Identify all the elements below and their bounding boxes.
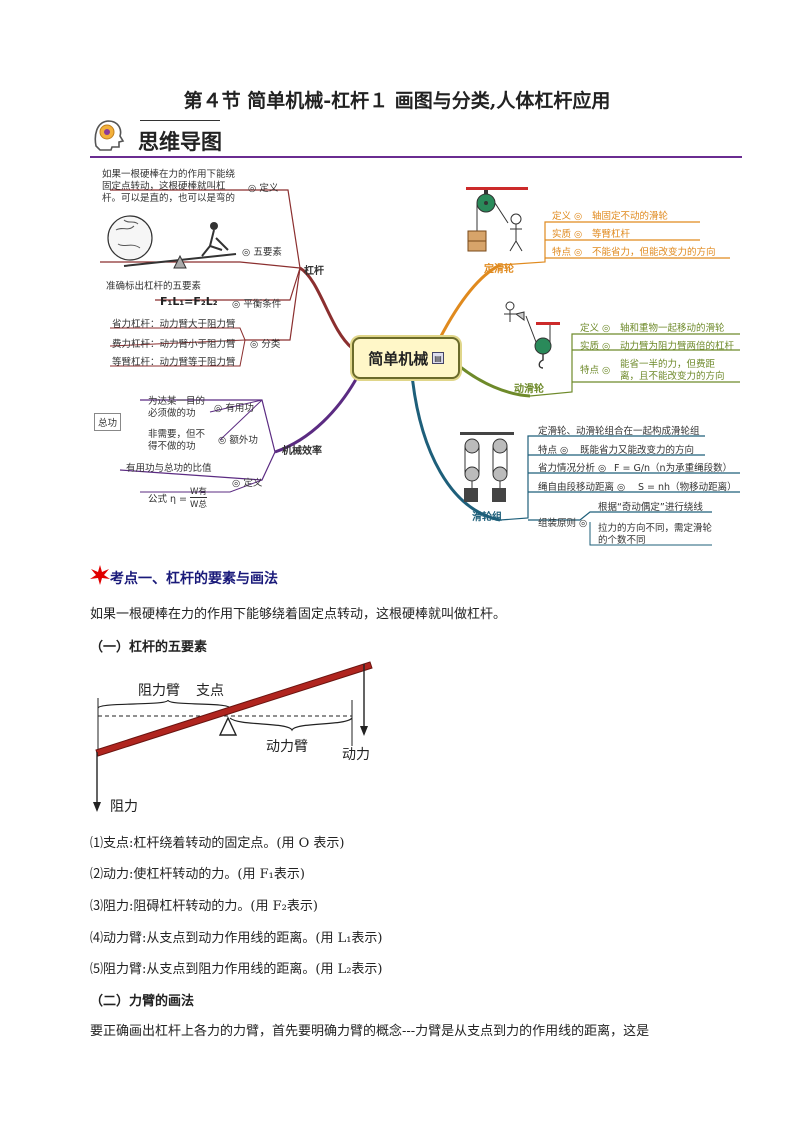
- block-def-text: 定滑轮、动滑轮组合在一起构成滑轮组: [538, 426, 700, 437]
- brain-icon: [90, 116, 126, 152]
- lever-branch-label: 杠杆: [304, 266, 324, 277]
- block-assembly-tag: 组装原则 ◎: [538, 518, 588, 529]
- extra-work-1: 非需要，但不: [148, 429, 206, 440]
- block-assembly-1: 根据“奇动偶定”进行绕线: [598, 502, 703, 513]
- efficiency-formula: 公式 η = W有 W总: [148, 487, 207, 510]
- block-distance-tag: 绳自由段移动距离 ◎: [538, 482, 626, 493]
- block-force-text: F = G/n（n为承重绳段数）: [614, 463, 733, 474]
- section-intro: 如果一根硬棒在力的作用下能够绕着固定点转动，这根硬棒就叫做杠杆。: [90, 607, 507, 622]
- section-heading: 考点一、杠杆的要素与画法: [110, 571, 278, 587]
- fig-effort-label: 动力: [342, 747, 370, 763]
- lever-def-1: 如果一根硬棒在力的作用下能绕: [102, 169, 236, 180]
- pulley-block-illustration: [456, 430, 518, 506]
- page-title: 第４节 简单机械-杠杆１ 画图与分类,人体杠杆应用: [183, 90, 611, 112]
- movable-nature-tag: 实质 ◎: [580, 341, 611, 352]
- fig-resist-label: 阻力: [110, 799, 138, 815]
- movable-nature-text: 动力臂为阻力臂两倍的杠杆: [620, 341, 735, 352]
- note-icon: ▤: [432, 352, 444, 364]
- movable-feature-tag: 特点 ◎: [580, 365, 611, 376]
- mindmap-center-node: 简单机械 ▤: [352, 337, 460, 379]
- subheading-arm-drawing: （二）力臂的画法: [90, 994, 195, 1009]
- total-work-box: 总功: [94, 413, 122, 431]
- subheading-five-elements: （一）杠杆的五要素: [90, 640, 208, 655]
- fixed-def-text: 轴固定不动的滑轮: [592, 211, 669, 222]
- block-feature-tag: 特点 ◎: [538, 445, 569, 456]
- movable-feature-text-1: 能省一半的力，但费距: [620, 359, 716, 370]
- list-item: ⑷动力臂:从支点到动力作用线的距离。(用 L₁表示): [90, 931, 383, 946]
- balance-formula: F₁L₁=F₂L₂: [160, 295, 218, 308]
- five-elements-tag: ◎ 五要素: [242, 247, 282, 258]
- efficiency-branch-label: 机械效率: [282, 446, 322, 457]
- movable-pulley-label: 动滑轮: [514, 384, 544, 395]
- fig-fulcrum-label: 支点: [196, 683, 224, 699]
- lever-class-1: 省力杠杆：动力臂大于阻力臂: [112, 319, 236, 330]
- section-paragraph: 要正确画出杠杆上各力的力臂，首先要明确力臂的概念---力臂是从支点到力的作用线的…: [90, 1024, 650, 1039]
- movable-def-text: 轴和重物一起移动的滑轮: [620, 323, 725, 334]
- block-feature-text: 既能省力又能改变力的方向: [580, 445, 695, 456]
- lever-figure: [88, 656, 378, 816]
- block-assembly-3: 的个数不同: [598, 535, 646, 546]
- block-distance-text: S = nh（物移动距离）: [638, 482, 737, 493]
- useful-work-2: 必须做的功: [148, 408, 196, 419]
- lever-class-3: 等臂杠杆：动力臂等于阻力臂: [112, 357, 236, 368]
- efficiency-def-text: 有用功与总功的比值: [126, 463, 212, 474]
- fixed-nature-text: 等臂杠杆: [592, 229, 631, 240]
- fixed-feature-text: 不能省力，但能改变力的方向: [592, 247, 716, 258]
- mindmap-heading: 思维导图: [138, 129, 222, 154]
- block-assembly-2: 拉力的方向不同，需定滑轮: [598, 523, 713, 534]
- lever-class-tag: ◎ 分类: [250, 339, 281, 350]
- extra-work-2: 得不做的功: [148, 441, 196, 452]
- mindmap-connectors: [100, 189, 740, 546]
- useful-work-1: 为达某一目的: [148, 396, 206, 407]
- heading-top-rule: [140, 120, 220, 121]
- movable-feature-text-2: 离，且不能改变力的方向: [620, 371, 725, 382]
- lever-illustration: [104, 208, 244, 272]
- useful-work-tag: ◎ 有用功: [214, 403, 254, 414]
- fixed-pulley-label: 定滑轮: [484, 264, 514, 275]
- fig-effort-arm-label: 动力臂: [266, 739, 308, 755]
- movable-pulley-illustration: [502, 300, 562, 372]
- balance-tag: ◎ 平衡条件: [232, 299, 282, 310]
- list-item: ⑴支点:杠杆绕着转动的固定点。(用 O 表示): [90, 836, 345, 851]
- extra-work-tag: ◎ 额外功: [218, 435, 258, 446]
- list-item: ⑸阻力臂:从支点到阻力作用线的距离。(用 L₂表示): [90, 962, 383, 977]
- star-icon: [90, 565, 110, 585]
- lever-def-2: 固定点转动，这根硬棒就叫杠: [102, 181, 226, 192]
- center-label: 简单机械: [368, 349, 429, 368]
- lever-def-3: 杆。可以是直的，也可以是弯的: [102, 193, 236, 204]
- fixed-nature-tag: 实质 ◎: [552, 229, 583, 240]
- lever-class-2: 费力杠杆：动力臂小于阻力臂: [112, 339, 236, 350]
- pulley-block-label: 滑轮组: [472, 512, 502, 523]
- fixed-pulley-illustration: [462, 185, 532, 255]
- efficiency-def-tag: ◎ 定义: [232, 478, 263, 489]
- fixed-def-tag: 定义 ◎: [552, 211, 583, 222]
- list-item: ⑶阻力:阻碍杠杆转动的力。(用 F₂表示): [90, 899, 318, 914]
- lever-def-tag: ◎ 定义: [248, 183, 279, 194]
- block-force-tag: 省力情况分析 ◎: [538, 463, 607, 474]
- heading-rule: [90, 156, 742, 158]
- fig-resist-arm-label: 阻力臂: [138, 683, 180, 699]
- five-elements-caption: 准确标出杠杆的五要素: [106, 281, 202, 292]
- fixed-feature-tag: 特点 ◎: [552, 247, 583, 258]
- movable-def-tag: 定义 ◎: [580, 323, 611, 334]
- list-item: ⑵动力:使杠杆转动的力。(用 F₁表示): [90, 867, 305, 882]
